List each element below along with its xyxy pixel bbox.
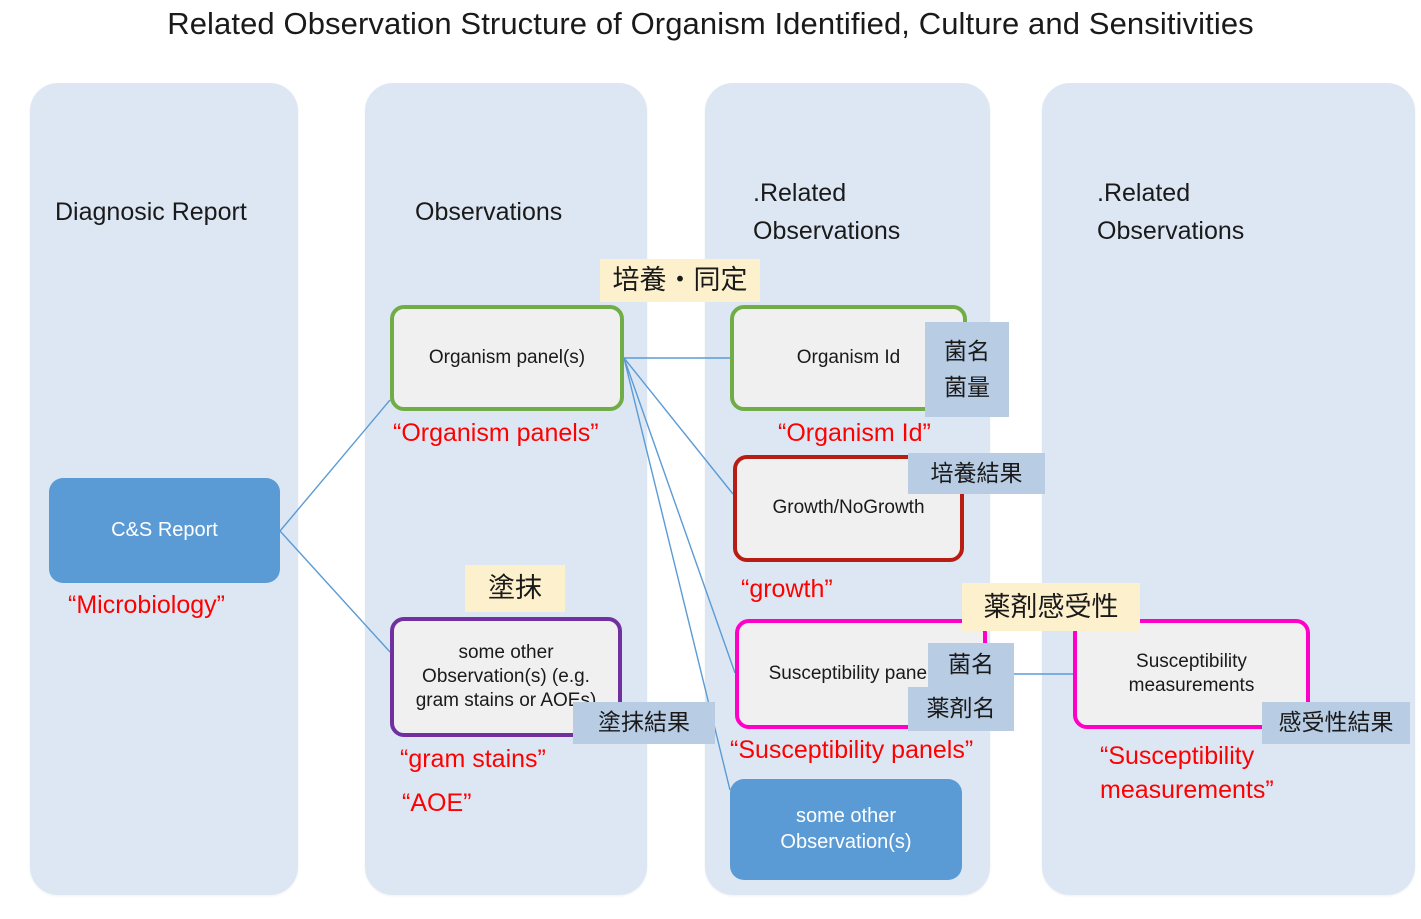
process-label-culture-id: 培養・同定 bbox=[600, 259, 760, 302]
data-tag-culture-result: 培養結果 bbox=[908, 453, 1045, 494]
annotation-aoe: “AOE” bbox=[402, 789, 472, 817]
data-tag-susceptibility-organism-text: 菌名 bbox=[948, 651, 994, 678]
lane-title-observations: Observations bbox=[415, 198, 563, 226]
data-tag-organism-id-line2: 菌量 bbox=[944, 373, 990, 400]
node-organism-panels[interactable]: Organism panel(s) bbox=[390, 305, 624, 411]
lane-title-related-observations-2-line1: .Related bbox=[1097, 179, 1191, 207]
annotation-organism-id: “Organism Id” bbox=[778, 419, 931, 447]
node-cs-report[interactable]: C&S Report bbox=[49, 478, 280, 583]
node-other-observations-gram-stains[interactable]: some other Observation(s) (e.g. gram sta… bbox=[390, 617, 622, 737]
annotation-microbiology: “Microbiology” bbox=[68, 591, 225, 619]
lane-title-related-observations-1-line1: .Related bbox=[753, 179, 847, 207]
annotation-susceptibility-measurements-line1: “Susceptibility bbox=[1100, 742, 1255, 770]
data-tag-susceptibility-organism: 菌名 bbox=[928, 643, 1014, 687]
process-label-smear: 塗抹 bbox=[465, 565, 565, 612]
node-other-observations[interactable]: some other Observation(s) bbox=[730, 779, 962, 880]
lane-title-related-observations-2-line2: Observations bbox=[1097, 217, 1245, 245]
lane-title-diagnostic-report: Diagnosic Report bbox=[55, 198, 247, 226]
data-tag-organism-id-line1: 菌名 bbox=[944, 337, 990, 364]
data-tag-organism-id: 菌名 菌量 bbox=[925, 322, 1009, 417]
annotation-susceptibility-panels: “Susceptibility panels” bbox=[730, 736, 974, 764]
data-tag-smear-result-text: 塗抹結果 bbox=[598, 709, 690, 736]
annotation-growth: “growth” bbox=[741, 575, 833, 603]
annotation-organism-panels: “Organism panels” bbox=[393, 419, 599, 447]
page-title: Related Observation Structure of Organis… bbox=[167, 6, 1254, 41]
data-tag-susceptibility-result-text: 感受性結果 bbox=[1278, 709, 1394, 736]
data-tag-susceptibility-drug: 薬剤名 bbox=[908, 687, 1014, 731]
data-tag-smear-result: 塗抹結果 bbox=[573, 702, 715, 744]
lane-observations bbox=[365, 83, 647, 895]
process-label-drug-susceptibility: 薬剤感受性 bbox=[962, 583, 1140, 631]
lane-related-observations-2 bbox=[1042, 83, 1415, 895]
annotation-susceptibility-measurements-line2: measurements” bbox=[1100, 776, 1274, 804]
annotation-gram-stains: “gram stains” bbox=[400, 745, 546, 773]
data-tag-susceptibility-result: 感受性結果 bbox=[1262, 702, 1410, 744]
data-tag-susceptibility-drug-text: 薬剤名 bbox=[926, 695, 996, 722]
data-tag-culture-result-text: 培養結果 bbox=[930, 459, 1023, 486]
lane-title-related-observations-1-line2: Observations bbox=[753, 217, 901, 245]
